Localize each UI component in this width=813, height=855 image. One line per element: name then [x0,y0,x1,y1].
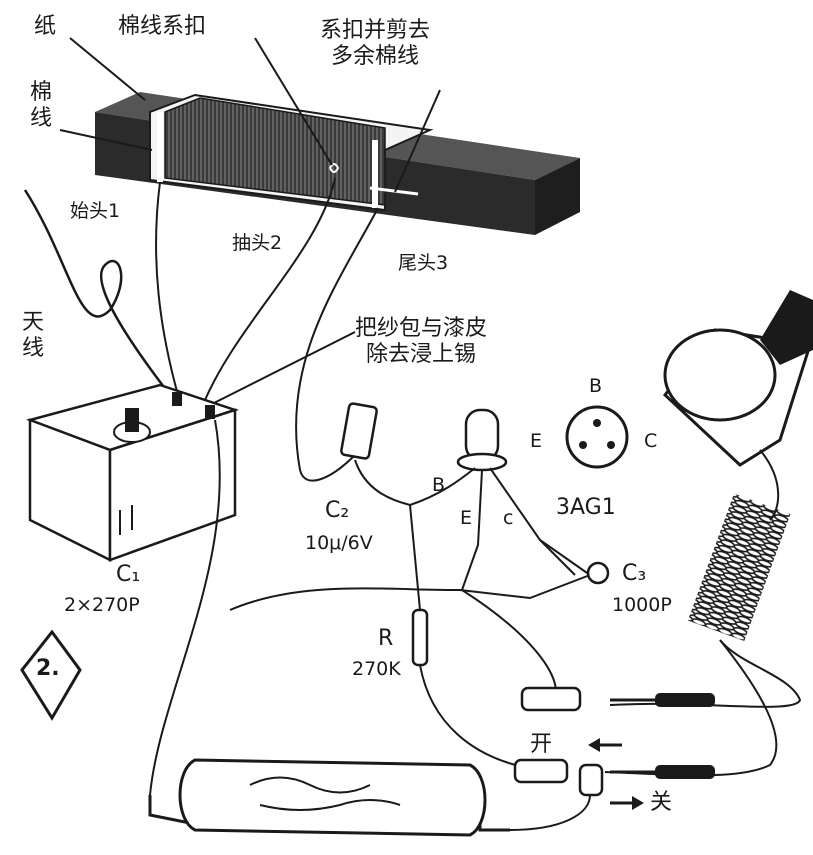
earphone [604,290,813,777]
c1-terminal-right [205,405,215,419]
wire-emitter-return [461,589,557,696]
arrow-off-head [632,796,644,810]
c1-knob-shaft [125,408,139,432]
ferrite-rod-antenna [95,92,580,235]
label-r-name: R [378,626,394,651]
label-start-1: 始头1 [70,200,121,222]
label-pin-b: B [589,375,603,397]
lead-base [409,467,476,506]
terminals [513,686,715,797]
transistor-pinout [565,405,629,469]
antenna-wire [23,189,171,396]
earphone-cord-3 [604,639,778,777]
leader-strip-tin [209,331,356,406]
leader-cotton-tie [254,37,333,166]
leader-lines [59,37,441,406]
lead-emitter [461,469,483,591]
tie-cut-mark [369,186,419,196]
label-c3-value: 1000P [612,594,672,616]
pin-c-dot [607,441,615,449]
leader-paper [69,37,146,101]
label-c2-name: C₂ [325,498,350,523]
c2-lead [354,459,411,506]
label-strip-tin: 把纱包与漆皮 除去浸上锡 [355,316,488,367]
arrow-on-head [588,738,600,752]
lead-tap-2 [204,177,336,401]
label-tail-3: 尾头3 [398,252,449,274]
label-pin-c: C [644,430,658,452]
switch-arrows [588,738,644,810]
label-cotton-tie: 棉线系扣 [118,14,207,39]
label-on: 开 [530,732,553,757]
label-c3-name: C₃ [622,561,647,586]
terminal-lower [513,758,569,784]
coil-leads [155,177,379,482]
switch-clip [578,763,604,797]
battery-print [249,776,401,811]
label-c2-value: 10μ/6V [305,532,373,554]
plug-lower [655,765,715,779]
pin-e-dot [579,441,587,449]
label-tap-2: 抽头2 [232,232,283,254]
wire-bus [149,419,591,796]
leader-cotton-thread [59,129,153,151]
label-cotton-thread: 棉线 [29,80,52,131]
resistor-r [411,608,429,667]
figure-number-diamond [20,629,82,721]
pinout-outline [565,405,629,469]
label-collector-c: c [503,507,514,529]
lead-tail-3 [295,207,379,482]
wire-c2-to-r [409,504,421,611]
label-r-value: 270K [352,658,401,680]
label-off: 关 [650,790,673,815]
wire-c3 [539,539,576,576]
battery [148,758,591,837]
label-transistor: 3AG1 [556,495,616,520]
label-tie-cut: 系扣并剪去 多余棉线 [320,18,431,69]
capacitor-c2 [340,402,411,506]
label-emitter-e: E [460,507,473,529]
circuit-wiring [149,419,610,796]
c1-terminal-left [172,392,182,406]
transistor-can [464,408,500,462]
label-paper: 纸 [34,14,57,39]
wire-r-down [419,664,541,771]
lead-start-1 [155,181,179,396]
terminal-upper [520,686,582,712]
transistor-flange [456,452,508,472]
pin-b-dot [593,419,601,427]
capacitor-c3 [586,561,610,585]
c2-body [340,402,378,460]
battery-wire [509,794,591,831]
label-pin-e: E [530,430,543,452]
label-c1-name: C₁ [116,562,141,587]
earphone-cord-1 [759,449,780,521]
c1-side [108,408,237,562]
coil-winding [164,97,386,206]
label-antenna: 天线 [21,310,44,361]
label-figure-number: 2. [36,656,60,681]
ferrite-rod-end-face [535,158,580,235]
earphone-face [663,328,777,422]
battery-body [178,758,487,837]
label-base-b: B [432,474,446,496]
variable-capacitor-c1 [25,383,240,563]
leader-tie-cut [394,89,441,193]
earphone-plug [760,290,813,365]
label-c1-value: 2×270P [64,594,140,616]
earphone-spring [687,493,791,642]
plug-upper [655,693,715,707]
